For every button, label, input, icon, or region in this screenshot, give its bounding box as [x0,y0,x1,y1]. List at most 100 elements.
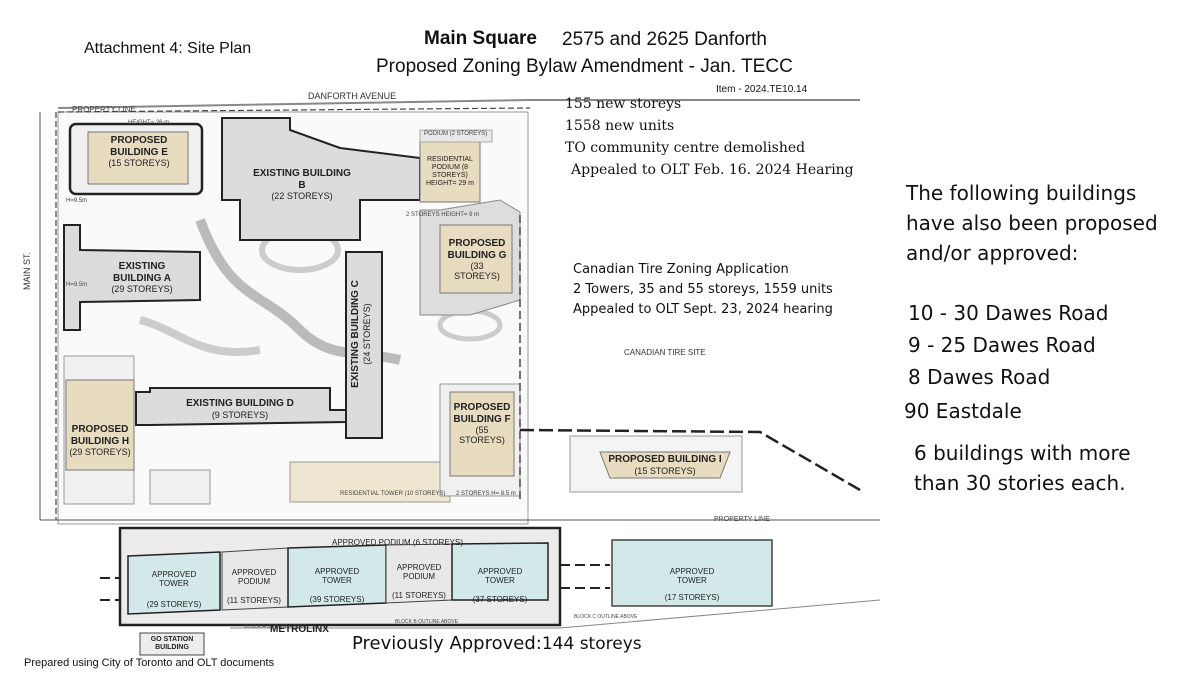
building-a-storeys: (29 STOREYS) [111,284,173,294]
building-i-footprint [599,451,731,479]
building-h-name-1: PROPOSED [71,424,129,435]
canadian-tire-notes: Canadian Tire Zoning Application 2 Tower… [573,260,833,320]
note-community-centre: TO community centre demolished [565,140,806,156]
approved-block-2-line-2: PODIUM [238,577,270,587]
metrolinx-label: METROLINX [270,624,329,635]
canadian-tire-boundary [519,428,861,492]
building-i-storeys: (15 STOREYS) [634,465,696,476]
building-e-footprint [87,131,189,185]
building-a-name-2: BUILDING A [113,272,171,284]
property-line-label-2: PROPERTY LINE [714,516,770,523]
two-storeys-9-label: 2 STOREYS HEIGHT= 9 m [406,212,480,218]
ct-application: Canadian Tire Zoning Application [573,262,789,277]
building-i-label: PROPOSED BUILDING I (15 STOREYS) [600,454,730,476]
parking-area [149,469,211,505]
side-intro: The following buildings have also been p… [906,178,1158,268]
approved-block-5: APPROVED TOWER (37 STOREYS) [454,567,546,605]
building-f-storeys-1: (55 [475,425,489,435]
building-f-name-1: PROPOSED [453,402,511,413]
podium-name-3: STOREYS) [432,172,468,180]
side-intro-line-1: The following buildings [906,181,1137,205]
height-26-label: HEIGHT= 26 m [128,120,170,126]
go-station-line-1: GO STATION [150,636,194,643]
danforth-avenue-label: DANFORTH AVENUE [308,91,397,101]
approved-block-6-line-2: TOWER [677,576,707,586]
main-square-notes: 155 new storeys 1558 new units TO commun… [565,93,854,181]
building-e-storeys: (15 STOREYS) [108,158,170,168]
main-street-label: MAIN ST. [22,251,32,290]
approved-block-5-line-2: TOWER [485,576,515,586]
address-dawes-9-25: 9 - 25 Dawes Road [908,333,1096,357]
approved-block-1-line-1: APPROVED [151,570,197,579]
approved-block-5-storeys: (37 STOREYS) [472,595,528,605]
building-f-footprint [449,391,515,477]
rail-line [230,599,880,629]
two-storeys-f-label: 2 STOREYS H= 8.5 m [456,491,516,497]
address-dawes-8: 8 Dawes Road [908,365,1051,389]
building-g-storeys-2: STOREYS) [454,271,500,282]
h95-label: H=9.5m [66,198,88,204]
note-new-units: 1558 new units [565,118,675,134]
approved-tower-29-footprint [127,551,221,615]
internal-path [138,316,261,356]
approved-block-2-line-1: APPROVED [231,568,277,577]
building-a-label: EXISTING BUILDING A (29 STOREYS) [84,261,200,294]
h95b-label: H=9.5m [66,282,88,288]
ct-appeal: Appealed to OLT Sept. 23, 2024 hearing [573,302,833,317]
building-h-storeys: (29 STOREYS) [69,447,131,457]
building-f-storeys-2: STOREYS) [459,435,505,446]
building-f-label: PROPOSED BUILDING F (55 STOREYS) [446,402,518,446]
building-h-label: PROPOSED BUILDING H (29 STOREYS) [62,424,138,457]
approved-block-6: APPROVED TOWER (17 STOREYS) [640,567,744,603]
approved-block-3-storeys: (39 STOREYS) [309,595,365,605]
podium-name-1: RESIDENTIAL [427,156,473,163]
building-e-name-1: PROPOSED [110,135,168,146]
building-h-name-2: BUILDING H [70,435,130,447]
building-b-storeys: (22 STOREYS) [271,191,333,201]
approved-block-6-storeys: (17 STOREYS) [664,593,720,603]
podium-name-2: PODIUM (8 [431,164,469,172]
approved-block-3: APPROVED TOWER (39 STOREYS) [290,567,384,605]
side-addresses: 10 - 30 Dawes Road 9 - 25 Dawes Road 8 D… [904,297,1108,427]
project-address: 2575 and 2625 Danforth [562,29,767,50]
approved-tower-17-footprint [611,539,773,607]
approved-block-5-line-1: APPROVED [477,567,523,576]
building-b-name: EXISTING BUILDING B [253,168,351,191]
building-c-name: EXISTING BUILDING C [350,280,361,388]
project-title: Main Square [424,28,537,49]
building-d-name: EXISTING BUILDING D [186,398,294,409]
approved-block-6-line-1: APPROVED [669,567,715,576]
summary-line-2: than 30 stories each. [914,471,1126,495]
building-c-footprint [345,251,383,439]
approved-block-3-line-1: APPROVED [314,567,360,576]
block-c-label: BLOCK C OUTLINE ABOVE [574,614,638,620]
building-f-name-2: BUILDING F [453,413,511,425]
residential-tower-label: RESIDENTIAL TOWER (10 STOREYS) [340,491,446,497]
item-number: Item - 2024.TE10.14 [716,84,808,95]
building-e-name-2: BUILDING E [110,146,168,158]
side-intro-line-2: have also been proposed [906,211,1158,235]
building-h-footprint [65,379,135,471]
danforth-road-edge [57,99,860,109]
go-station-label: GO STATION BUILDING [140,636,204,652]
building-g-storeys-1: (33 [470,261,484,271]
approved-block-1-storeys: (29 STOREYS) [146,600,202,610]
approved-block-4-line-2: PODIUM [403,572,435,582]
property-line-label: PROPERTY LINE [72,105,136,114]
podium-height: HEIGHT= 29 m [425,180,475,188]
project-subtitle: Proposed Zoning Bylaw Amendment - Jan. T… [376,56,793,77]
address-eastdale-90: 90 Eastdale [904,399,1022,423]
building-b-label: EXISTING BUILDING B (22 STOREYS) [252,168,352,201]
ct-towers: 2 Towers, 35 and 55 storeys, 1559 units [573,282,833,297]
summary-line-1: 6 buildings with more [914,441,1131,465]
building-g-name-1: PROPOSED [448,238,506,249]
building-c-label: EXISTING BUILDING C (24 STOREYS) [350,254,372,414]
building-c-storeys: (24 STOREYS) [361,303,372,365]
previously-approved-label: Previously Approved: [352,633,542,654]
building-d-storeys: (9 STOREYS) [211,409,269,420]
building-i-name: PROPOSED BUILDING I [608,454,722,465]
go-station-line-2: BUILDING [155,644,189,652]
approved-block-4-storeys: (11 STOREYS) [392,591,446,601]
prepared-note: Prepared using City of Toronto and OLT d… [24,657,275,669]
approved-block-2: APPROVED PODIUM (11 STOREYS) [222,568,286,606]
